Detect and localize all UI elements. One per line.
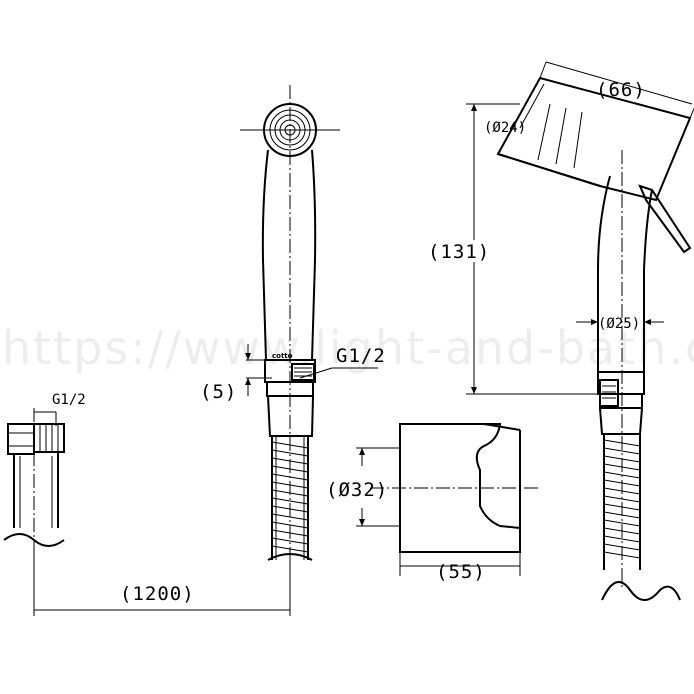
head-length-label: (66) — [596, 79, 646, 101]
nozzle-diameter-label: (Ø24) — [484, 120, 526, 136]
hose-thread-label: G1/2 — [52, 392, 86, 408]
hose-length-dimension — [33, 540, 291, 616]
wall-holder — [356, 423, 540, 576]
hose-end-fitting — [3, 408, 65, 547]
nut-height-label: (5) — [200, 381, 237, 403]
handle-thread-label: G1/2 — [336, 345, 386, 367]
spray-side-view — [496, 76, 692, 601]
spray-front-view — [240, 85, 340, 615]
nut-height-dimension — [245, 344, 272, 396]
total-height-dimension — [466, 103, 598, 395]
total-height-label: (131) — [428, 241, 490, 263]
handle-thread-leader — [299, 367, 378, 379]
hose-length-label: (1200) — [120, 583, 195, 605]
handle-diameter-label: (Ø25) — [598, 316, 640, 332]
holder-length-label: (55) — [436, 561, 486, 583]
holder-diameter-label: (Ø32) — [326, 479, 388, 501]
watermark: https://www.light-and-bath.com — [2, 321, 694, 375]
head-length-dimension — [539, 61, 694, 119]
brand-mark: cotto — [272, 352, 293, 360]
